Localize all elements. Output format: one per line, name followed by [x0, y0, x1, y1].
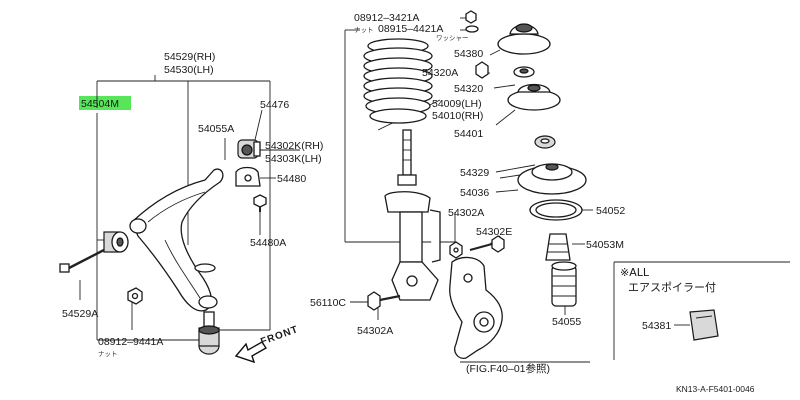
label-nut-jp-1: ナット — [98, 350, 118, 358]
label-54504m: 54504M — [81, 98, 119, 110]
label-08912-3421a: 08912–3421A — [354, 12, 419, 24]
lower-arm — [129, 168, 224, 312]
label-54329: 54329 — [460, 167, 489, 179]
coil-spring — [363, 38, 433, 124]
label-54320a: 54320A — [422, 67, 458, 79]
label-54529a: 54529A — [62, 308, 98, 320]
label-note-spoiler: エアスポイラー付 — [628, 281, 716, 294]
bolt-56110c — [367, 291, 401, 311]
label-54320: 54320 — [454, 83, 483, 95]
label-54302k-rh: 54302K(RH) — [265, 140, 323, 152]
seat-54329 — [534, 135, 556, 149]
label-54053m: 54053M — [586, 239, 624, 251]
label-54302a-top: 54302A — [448, 207, 484, 219]
insulator-54401 — [507, 83, 561, 111]
label-nut-jp-2: ナット — [354, 26, 374, 34]
label-54010-rh: 54010(RH) — [432, 110, 483, 122]
front-arrow — [234, 341, 267, 364]
label-54529-rh: 54529(RH) — [164, 51, 215, 63]
mount-54380 — [497, 23, 551, 55]
label-54530-lh: 54530(LH) — [164, 64, 214, 76]
rubber-seat-54052 — [529, 199, 583, 221]
bearing-54320 — [513, 66, 535, 78]
label-diagram-code: KN13-A-F5401-0046 — [676, 384, 755, 394]
label-54036: 54036 — [460, 187, 489, 199]
nut-08912-3421a — [465, 10, 477, 24]
nut-54302a-top — [449, 241, 463, 259]
label-54009-lh: 54009(LH) — [432, 98, 482, 110]
label-fig-ref: (FIG.F40–01参照) — [466, 362, 550, 375]
washer-08915-4421a — [465, 25, 479, 33]
label-54052: 54052 — [596, 205, 625, 217]
bushing-54504m — [103, 231, 129, 253]
label-front: FRONT — [259, 324, 300, 348]
bound-bumper-54053m — [545, 233, 571, 261]
bolt-54529a — [59, 248, 105, 273]
stabilizer-bushing — [237, 139, 261, 159]
ball-joint — [198, 311, 220, 355]
label-54480a: 54480A — [250, 237, 286, 249]
dust-cover-54055 — [551, 261, 577, 307]
shock-absorber — [384, 129, 441, 301]
label-54055a: 54055A — [198, 123, 234, 135]
label-56110c: 56110C — [310, 297, 346, 309]
label-54401: 54401 — [454, 128, 483, 140]
label-54303k-lh: 54303K(LH) — [265, 153, 322, 165]
label-54476: 54476 — [260, 99, 289, 111]
label-54302e: 54302E — [476, 226, 512, 238]
label-08915-4421a: 08915–4421A — [378, 23, 443, 35]
label-54302a-bottom: 54302A — [357, 325, 393, 337]
label-washer-jp: ワッシャー — [436, 34, 469, 42]
spring-seat-54036 — [517, 163, 587, 195]
label-54381: 54381 — [642, 320, 671, 332]
steering-knuckle — [449, 256, 503, 359]
stabilizer-bracket-54480 — [235, 166, 261, 187]
label-08912-9441a: 08912–9441A — [98, 336, 163, 348]
label-note-all: ※ALL — [620, 266, 650, 279]
nut-08912-9441a — [127, 287, 143, 305]
label-54380: 54380 — [454, 48, 483, 60]
spoiler-note-box — [613, 261, 790, 360]
bolt-54480a — [253, 194, 267, 212]
bolt-54302e — [469, 235, 505, 253]
label-54055: 54055 — [552, 316, 581, 328]
label-54480: 54480 — [277, 173, 306, 185]
part-highlight — [79, 96, 131, 110]
nut-54320a — [475, 61, 489, 79]
part-54381 — [689, 309, 719, 341]
